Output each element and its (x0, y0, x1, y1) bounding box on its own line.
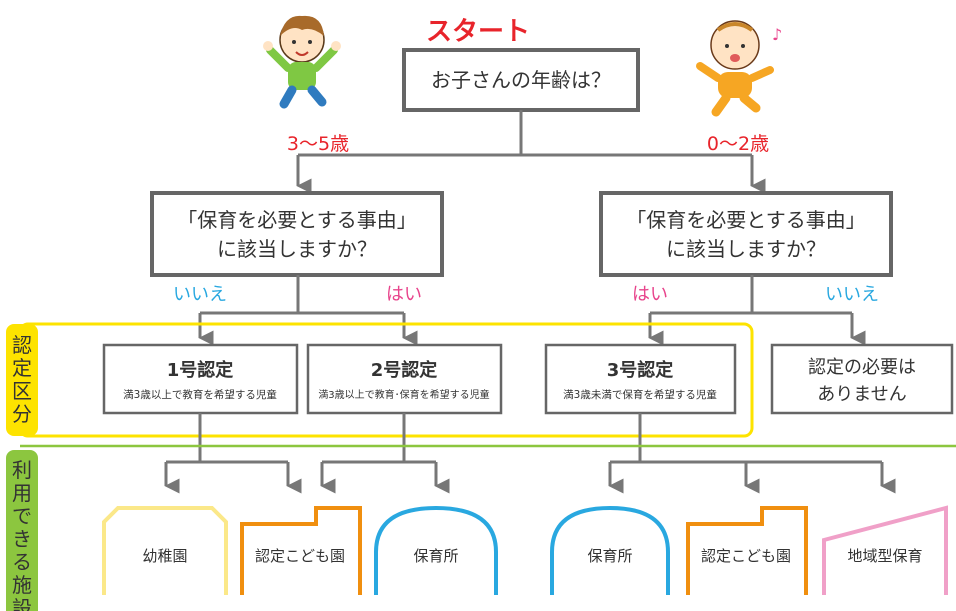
svg-text:る: る (12, 550, 32, 574)
boy-jumping-icon (263, 15, 341, 109)
age-connectors (296, 110, 766, 194)
reason-connectors (198, 275, 866, 346)
svg-text:定: 定 (12, 356, 32, 380)
svg-text:認定こども園: 認定こども園 (701, 547, 791, 565)
svg-text:認定こども園: 認定こども園 (255, 547, 345, 565)
answer-yes-left: はい (386, 284, 422, 305)
svg-text:き: き (12, 527, 32, 551)
no-cert-line2: ありません (817, 384, 906, 405)
svg-text:施: 施 (12, 573, 32, 597)
facility-community-care: 地域型保育 (822, 505, 948, 595)
svg-text:保育所: 保育所 (413, 547, 458, 565)
cert1-box (102, 343, 299, 415)
reason-box-right (599, 191, 893, 277)
facility-certified-center-left: 認定こども園 (240, 506, 362, 595)
no-cert-line1: 認定の必要は (808, 357, 916, 378)
reason-box-left (150, 191, 444, 277)
age-question-box (402, 48, 640, 112)
svg-text:設: 設 (12, 596, 32, 611)
svg-text:地域型保育: 地域型保育 (847, 547, 922, 565)
answer-no-left: いいえ (173, 284, 227, 305)
svg-text:保育所: 保育所 (587, 547, 632, 565)
cert-connectors (164, 413, 896, 494)
svg-text:♪: ♪ (772, 25, 782, 44)
certification-tab-label: 認 定 区 分 (12, 333, 32, 426)
cert2-sub: 満3歳以上で教育･保育を希望する児童 (318, 388, 489, 401)
svg-text:認: 認 (12, 333, 32, 357)
cert3-box (544, 343, 737, 415)
reason-right-line2: に該当しますか？ (666, 237, 826, 261)
reason-right-line1: 「保育を必要とする事由」 (626, 208, 865, 232)
svg-text:分: 分 (12, 402, 32, 426)
svg-text:で: で (12, 504, 32, 528)
cert1-sub: 満3歳以上で教育を希望する児童 (123, 388, 277, 401)
no-cert-box (770, 343, 954, 415)
cert1-title: 1号認定 (167, 359, 234, 381)
age-left-label: 3〜5歳 (287, 133, 349, 155)
age-right-label: 0〜2歳 (707, 133, 769, 155)
answer-no-right: いいえ (825, 284, 879, 305)
facilities-tab (6, 450, 38, 611)
cert3-sub: 満3歳未満で保育を希望する児童 (563, 388, 717, 401)
facility-kindergarten: 幼稚園 (102, 506, 228, 595)
svg-text:幼稚園: 幼稚園 (142, 547, 187, 565)
svg-text:利: 利 (12, 458, 32, 482)
facility-nursery-right: 保育所 (550, 505, 670, 595)
svg-text:区: 区 (12, 379, 32, 403)
svg-text:用: 用 (12, 481, 32, 505)
cert3-title: 3号認定 (607, 359, 674, 381)
age-question-text: お子さんの年齢は？ (431, 68, 611, 92)
answer-yes-right: はい (632, 284, 668, 305)
certification-tab (6, 324, 38, 436)
reason-left-line2: に該当しますか？ (217, 237, 377, 261)
facilities-tab-label: 利 用 で き る 施 設 (12, 458, 32, 611)
start-label: スタート (426, 17, 530, 47)
reason-left-line1: 「保育を必要とする事由」 (177, 208, 416, 232)
cert2-box (306, 343, 503, 415)
baby-crawling-icon: ♪ (696, 20, 782, 117)
facility-certified-center-right: 認定こども園 (686, 506, 808, 595)
facility-nursery-left: 保育所 (374, 505, 498, 595)
cert2-title: 2号認定 (371, 359, 438, 381)
